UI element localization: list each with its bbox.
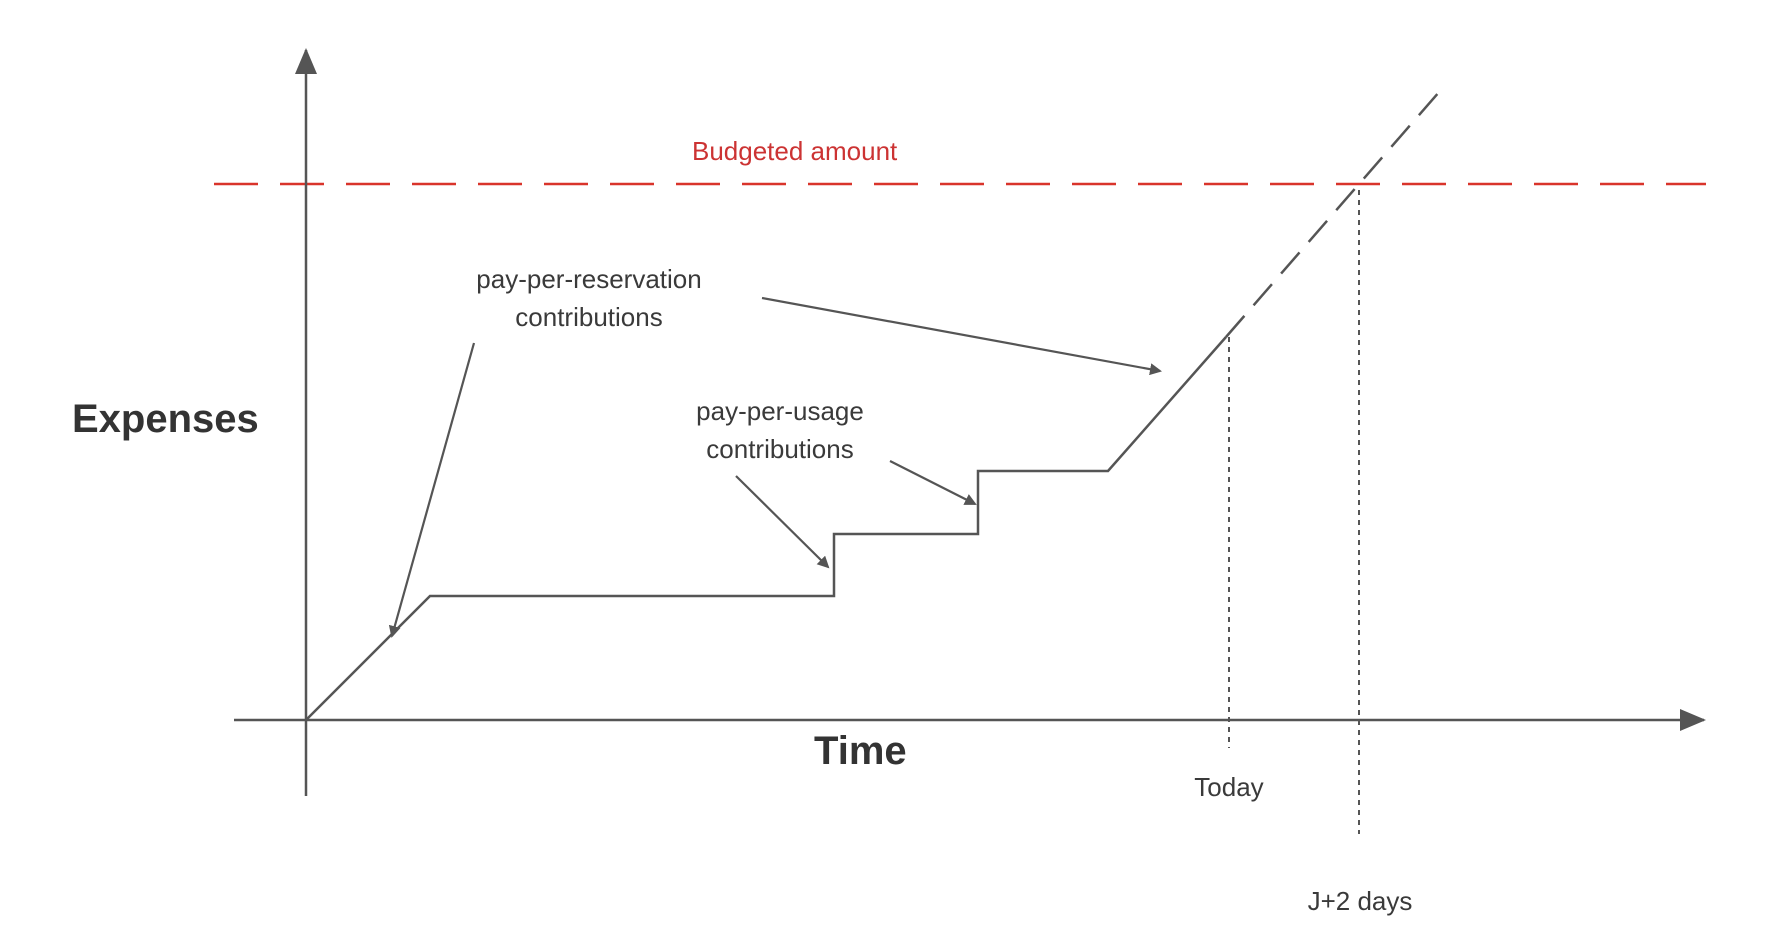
expenses-curve xyxy=(305,336,1227,721)
projection-line xyxy=(1225,83,1447,338)
reservation-label-line2: contributions xyxy=(515,302,662,332)
budget-label: Budgeted amount xyxy=(692,136,898,166)
usage-label-line2: contributions xyxy=(706,434,853,464)
today-label: Today xyxy=(1194,772,1263,802)
projection-label: J+2 days xyxy=(1308,886,1413,916)
y-axis-label: Expenses xyxy=(72,397,259,441)
usage-label-line1: pay-per-usage xyxy=(696,396,864,426)
usage-arrow-2 xyxy=(889,460,977,505)
reservation-arrow-2 xyxy=(761,296,1162,376)
usage-arrow-1 xyxy=(735,475,830,569)
reservation-label-line1: pay-per-reservation xyxy=(476,264,701,294)
reservation-arrow-1 xyxy=(388,342,476,638)
x-axis-label: Time xyxy=(814,729,907,773)
